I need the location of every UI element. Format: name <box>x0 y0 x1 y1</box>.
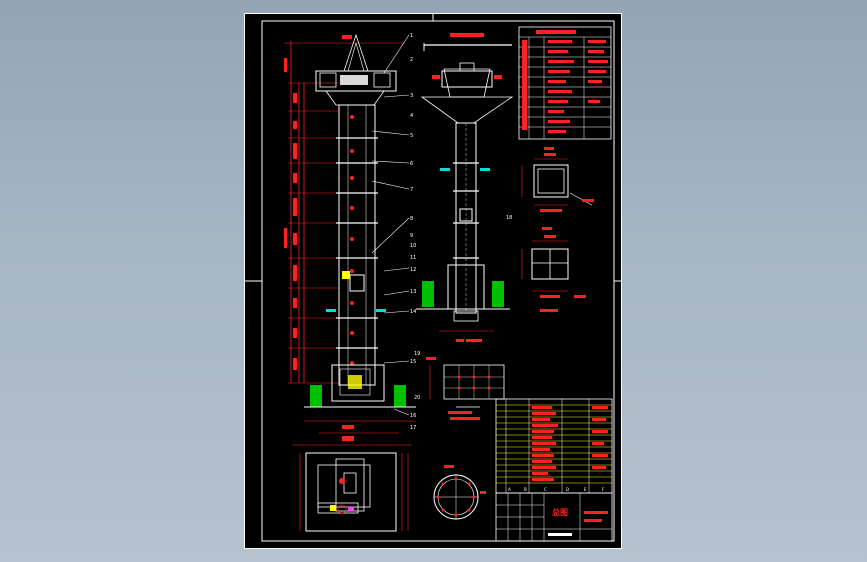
balloon-3: 3 <box>410 93 413 99</box>
section-detail-bottom <box>521 227 586 312</box>
balloon-11: 11 <box>410 255 416 261</box>
balloon-13: 13 <box>410 289 416 295</box>
section-detail-top <box>521 147 594 212</box>
spec-col-a: A <box>508 487 511 492</box>
balloon-2: 2 <box>410 57 413 63</box>
balloon-5: 5 <box>410 133 413 139</box>
spec-col-b: B <box>524 487 527 492</box>
balloon-20: 20 <box>414 395 420 401</box>
specification-table: A B C D E F <box>495 398 613 494</box>
drawing-title: 总图 <box>552 507 568 517</box>
spec-col-e: E <box>584 487 587 492</box>
plan-view <box>292 437 412 532</box>
side-elevation-view <box>416 33 514 332</box>
foundation-grid-detail <box>426 339 505 420</box>
spec-col-c: C <box>544 487 547 492</box>
balloon-18: 18 <box>506 215 512 221</box>
balloon-19: 19 <box>414 351 420 357</box>
balloon-7: 7 <box>410 187 413 193</box>
inner-frame <box>261 20 615 542</box>
balloon-16: 16 <box>410 413 416 419</box>
part-balloons <box>371 34 410 416</box>
spec-col-d: D <box>566 487 569 492</box>
spec-col-f: F <box>602 487 605 492</box>
drawing-sheet: 1 2 3 4 5 6 7 8 9 10 11 12 13 14 15 16 1… <box>244 13 622 549</box>
balloon-4: 4 <box>410 113 413 119</box>
balloon-10: 10 <box>410 243 416 249</box>
title-block: 总图 <box>495 492 613 542</box>
balloon-17: 17 <box>410 425 416 431</box>
flange-section-circle <box>433 465 486 520</box>
left-elevation-view <box>284 33 416 440</box>
parts-list-table <box>518 26 612 140</box>
balloon-15: 15 <box>410 359 416 365</box>
balloon-9: 9 <box>410 233 413 239</box>
elevator-assembly-drawing: 1 2 3 4 5 6 7 8 9 10 11 12 13 14 15 16 1… <box>244 13 622 549</box>
balloon-1: 1 <box>410 33 413 39</box>
balloon-12: 12 <box>410 267 416 273</box>
balloon-6: 6 <box>410 161 413 167</box>
balloon-14: 14 <box>410 309 416 315</box>
balloon-8: 8 <box>410 216 413 222</box>
